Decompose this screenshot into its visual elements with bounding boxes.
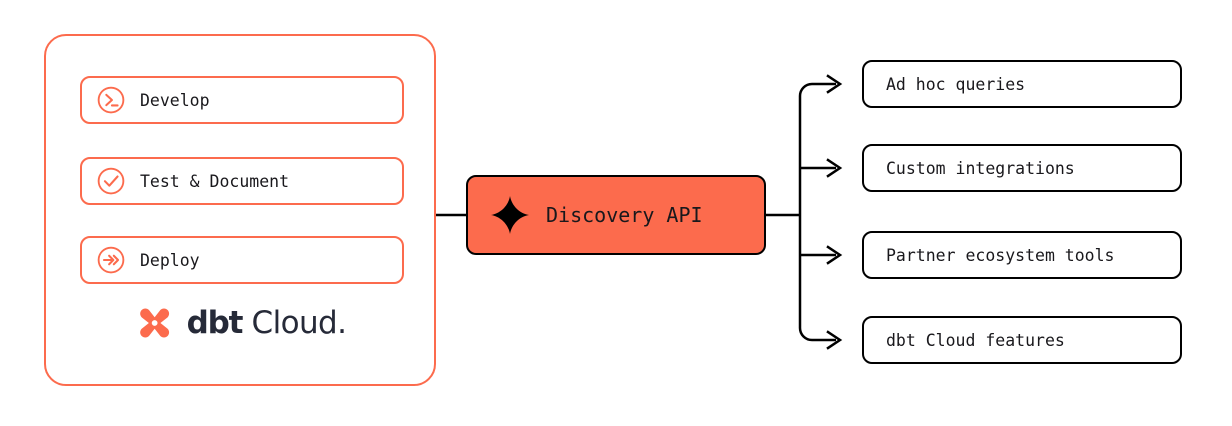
dbt-cloud-logo: dbt Cloud. <box>134 302 347 344</box>
terminal-prompt-icon <box>97 86 125 114</box>
output-dbt-cloud-features[interactable]: dbt Cloud features <box>862 316 1182 364</box>
stage-develop-label: Develop <box>140 90 210 110</box>
check-circle-icon <box>97 167 125 195</box>
dbt-word-light: Cloud <box>251 304 338 341</box>
dbt-word-bold: dbt <box>186 304 244 341</box>
stage-deploy[interactable]: Deploy <box>80 236 404 284</box>
stage-deploy-label: Deploy <box>140 250 200 270</box>
dbt-word-dot: . <box>337 304 347 341</box>
arrowhead-2 <box>826 158 843 178</box>
discovery-api-node[interactable]: Discovery API <box>466 175 766 255</box>
output-custom-integrations[interactable]: Custom integrations <box>862 144 1182 192</box>
output-dbt-cloud-features-label: dbt Cloud features <box>886 330 1065 350</box>
arrowhead-4 <box>826 330 843 350</box>
output-partner-ecosystem-tools-label: Partner ecosystem tools <box>886 245 1115 265</box>
output-partner-ecosystem-tools[interactable]: Partner ecosystem tools <box>862 231 1182 279</box>
stage-test-and-document[interactable]: Test & Document <box>80 157 404 205</box>
dbt-x-mark-icon <box>140 308 170 338</box>
output-ad-hoc-queries[interactable]: Ad hoc queries <box>862 60 1182 108</box>
discovery-api-label: Discovery API <box>546 203 703 227</box>
dbt-cloud-panel: Develop Test & Document Deploy dbt <box>44 34 436 386</box>
output-custom-integrations-label: Custom integrations <box>886 158 1075 178</box>
arrowhead-3 <box>826 245 843 265</box>
connector-trunk <box>798 82 836 215</box>
sparkle-icon <box>491 196 529 234</box>
connector-trunk-bottom <box>798 215 836 342</box>
dbt-cloud-wordmark: dbt Cloud. <box>186 304 347 341</box>
stage-test-and-document-label: Test & Document <box>140 171 290 191</box>
stage-develop[interactable]: Develop <box>80 76 404 124</box>
output-ad-hoc-queries-label: Ad hoc queries <box>886 74 1026 94</box>
arrowhead-1 <box>826 74 843 94</box>
double-arrow-circle-icon <box>97 246 125 274</box>
